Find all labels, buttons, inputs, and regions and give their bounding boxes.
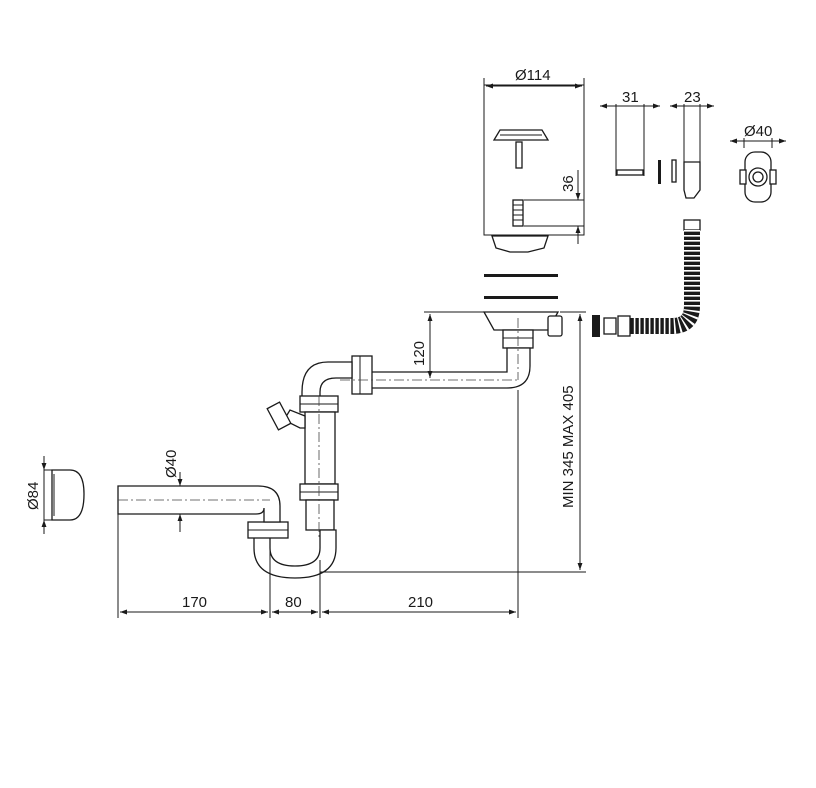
- label-pipe-diameter: Ø40: [163, 450, 180, 478]
- center-lines: [118, 318, 519, 540]
- upper-horizontal-pipe: [369, 347, 531, 389]
- trap-sleeve: [305, 499, 335, 531]
- label-trap-height: 120: [411, 341, 428, 366]
- overflow-hose: [592, 219, 701, 337]
- hose-nut: [617, 315, 631, 337]
- dimension-trap-height: 120: [411, 311, 490, 378]
- strainer-outlet: [482, 311, 560, 331]
- strainer-screw: [512, 199, 524, 227]
- dimension-strainer-diameter: Ø114: [483, 67, 585, 89]
- upper-gasket: [484, 274, 558, 277]
- label-outlet-length: 170: [182, 594, 207, 611]
- trap-u-bend: [253, 529, 337, 579]
- siphon-body: [117, 311, 563, 579]
- label-strainer-height: 36: [560, 175, 577, 192]
- hose-gasket: [592, 315, 600, 337]
- label-cap-diameter: Ø84: [25, 482, 42, 510]
- label-overflow-width: 23: [684, 89, 701, 106]
- overflow-body: [683, 161, 701, 199]
- label-trap-to-drain: 210: [408, 594, 433, 611]
- label-total-height: MIN 345 MAX 405: [560, 385, 577, 508]
- outlet-pipe: [117, 485, 281, 523]
- overflow-washer: [658, 160, 661, 184]
- overflow-gasket: [671, 159, 677, 183]
- appliance-inlet: [283, 409, 306, 429]
- strainer-body: [491, 235, 549, 253]
- wall-cap: Ø84: [25, 456, 85, 534]
- label-strainer-diameter: Ø114: [515, 67, 551, 84]
- lower-gasket: [484, 296, 558, 299]
- strainer-stem: [515, 141, 523, 169]
- label-overflow-screw-length: 31: [622, 89, 639, 106]
- dimension-strainer-height: 36: [524, 170, 584, 244]
- dimension-pipe-diameter: Ø40: [163, 450, 183, 532]
- dimension-total-height: MIN 345 MAX 405: [320, 311, 586, 573]
- dimension-horizontal: 170 80 210: [117, 390, 519, 618]
- label-overflow-cover-diameter: Ø40: [744, 123, 772, 140]
- strainer-assembly: [483, 84, 585, 253]
- upper-nut: [351, 355, 373, 395]
- strainer-gaskets: [484, 274, 558, 299]
- strainer-frame: [483, 84, 585, 236]
- hose-top-fitting: [683, 219, 701, 231]
- overflow-screw: [616, 169, 644, 176]
- wall-rosette: [51, 469, 85, 521]
- vertical-pipe: [304, 411, 336, 485]
- appliance-inlet-nut: [266, 401, 292, 431]
- overflow-connector: [547, 315, 563, 337]
- overflow-parts: 31 23 Ø40: [600, 89, 786, 203]
- hose-ring: [603, 317, 617, 335]
- label-trap-offset: 80: [285, 594, 302, 611]
